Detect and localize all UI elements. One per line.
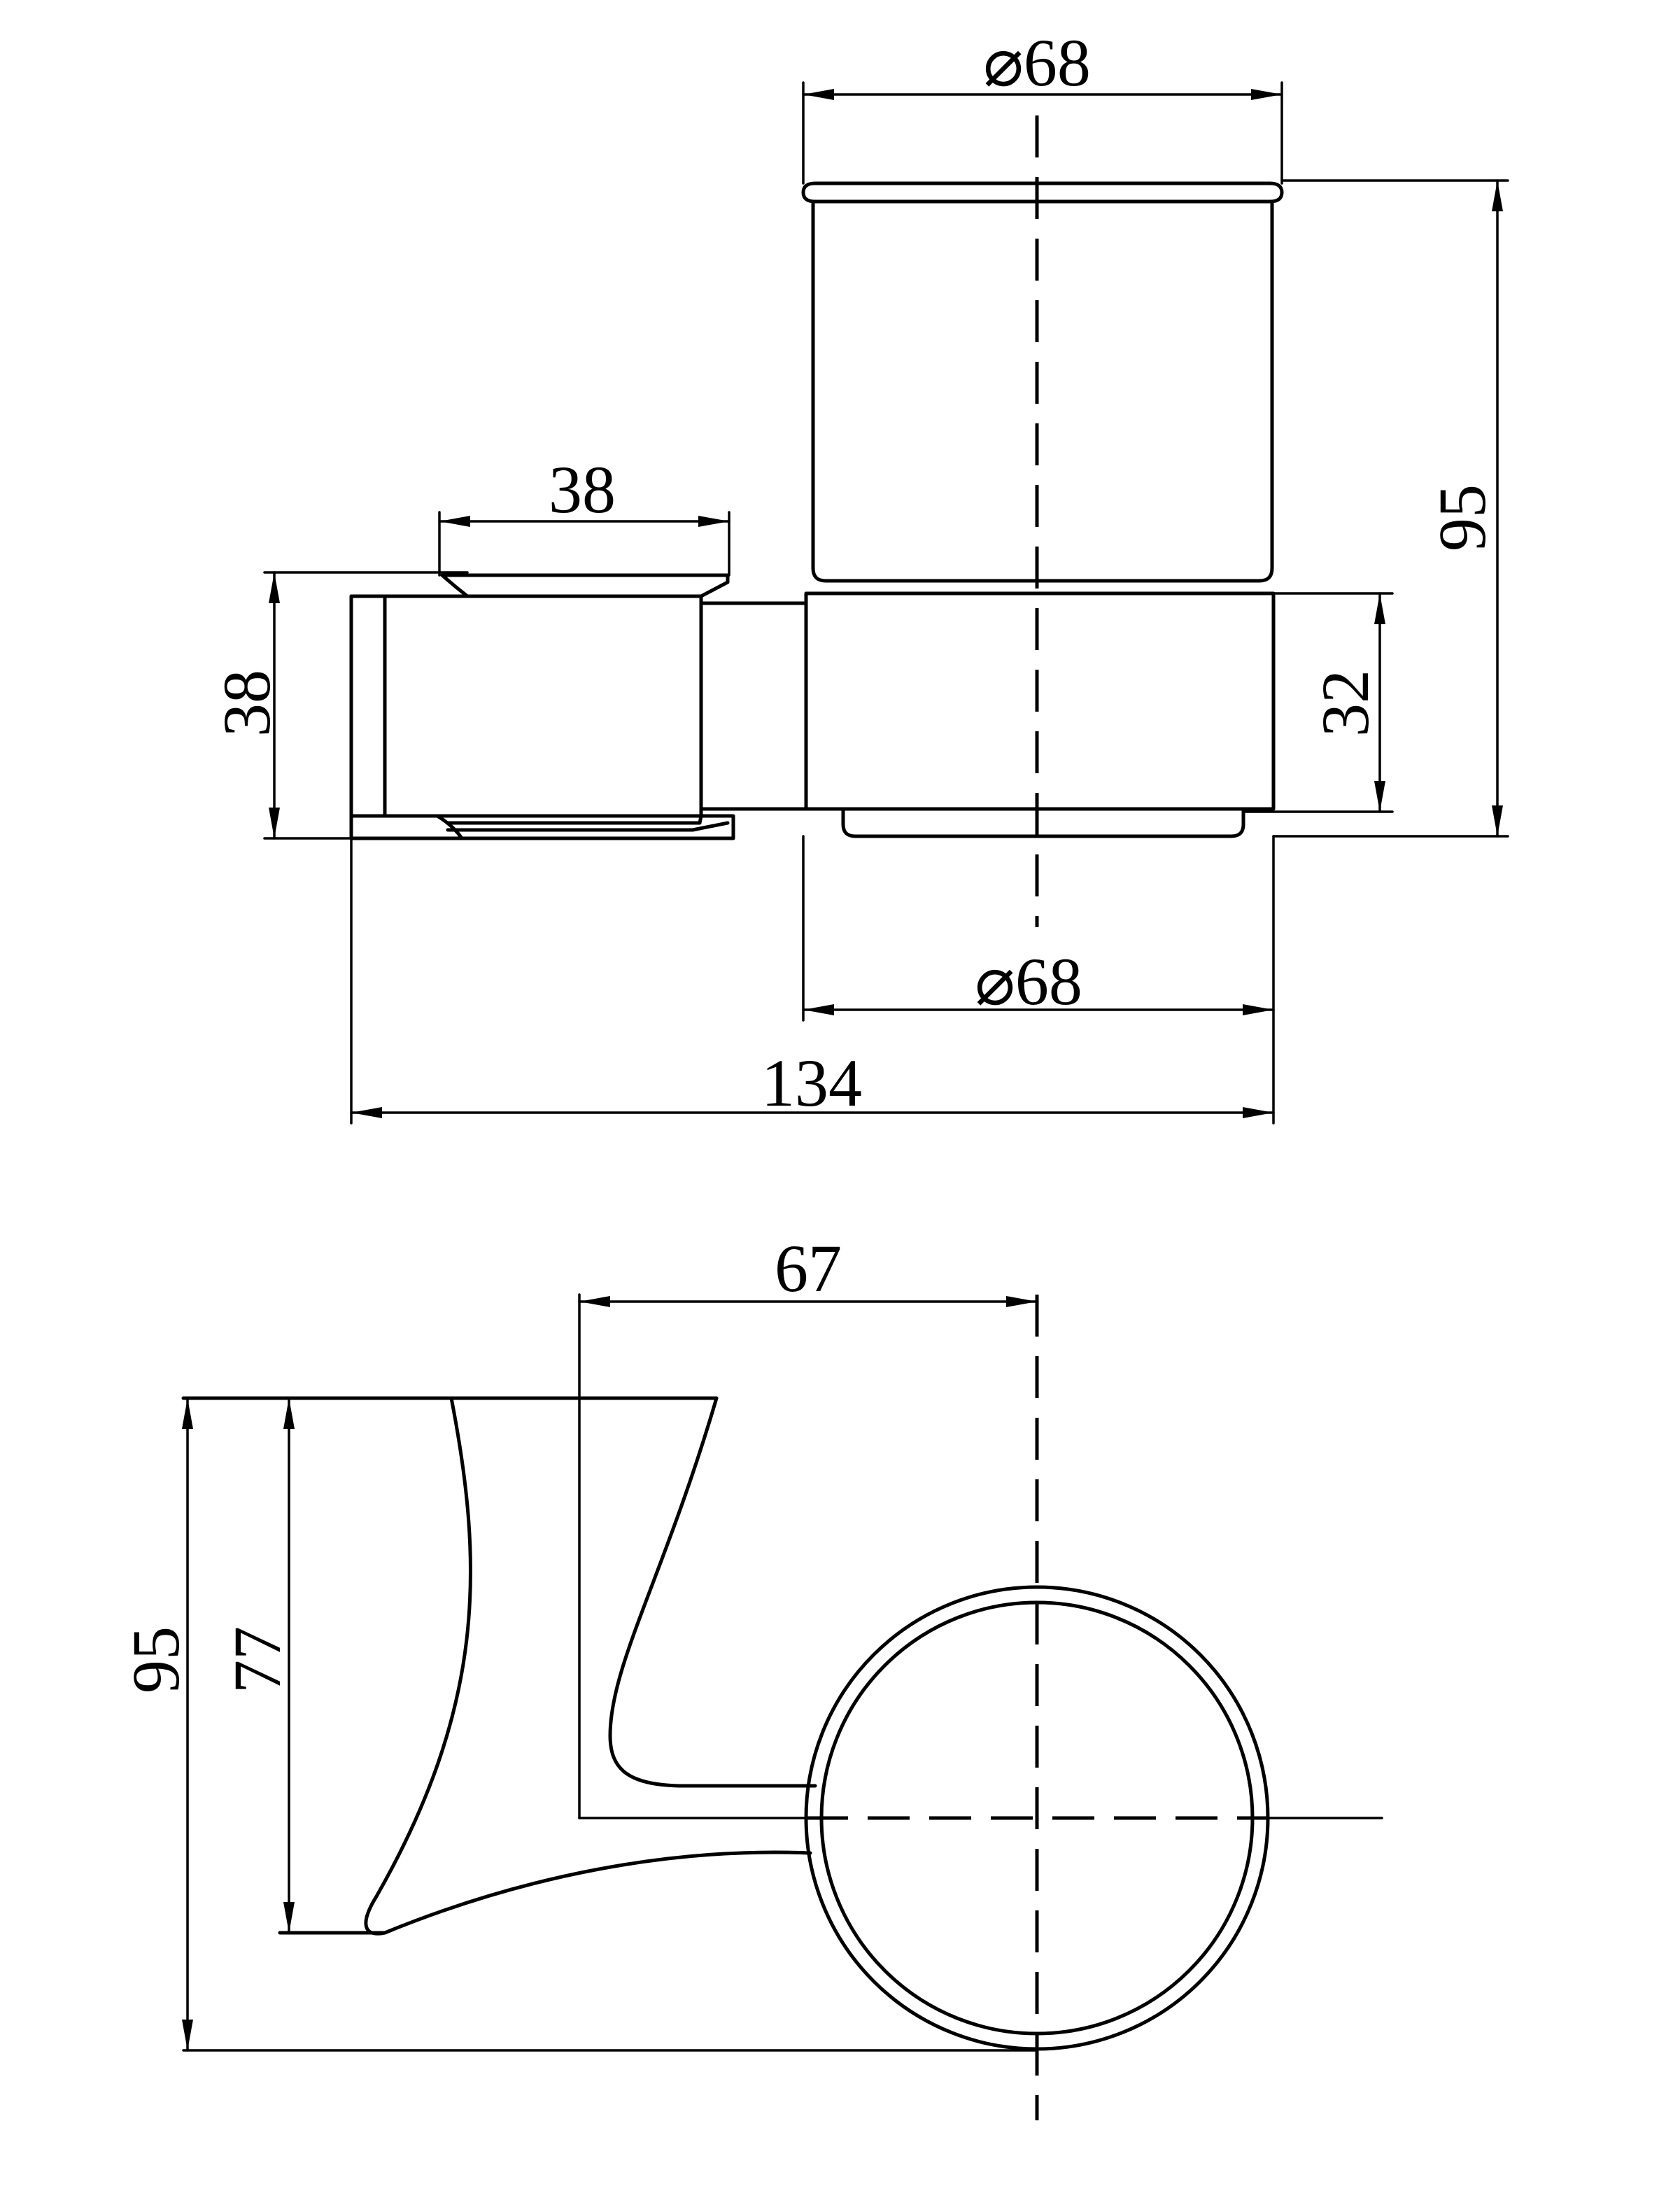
dim-total-height-label: 95 [1425, 484, 1499, 551]
dim-side-total-height-label: 95 [118, 1626, 193, 1693]
dim-total-width-label: 134 [761, 1045, 862, 1120]
dim-top-diameter-label: ⌀68 [983, 25, 1091, 100]
dim-base-height-label: 32 [1308, 670, 1383, 737]
top-view: ⌀68 95 32 38 [209, 25, 1509, 1125]
dim-bottom-diameter: ⌀68 [802, 835, 1275, 1125]
dim-bracket-width: 38 [438, 452, 730, 577]
dim-total-width: 134 [350, 837, 1275, 1125]
cup-outline [801, 181, 1284, 583]
dim-bracket-height-label: 38 [209, 670, 284, 737]
connecting-arm [699, 601, 808, 811]
dim-bottom-diameter-label: ⌀68 [975, 944, 1082, 1019]
arm-profile [181, 1396, 817, 1936]
dim-base-height: 32 [1242, 592, 1394, 813]
side-view: 67 95 77 [118, 1231, 1383, 2120]
dim-arm-height: 77 [220, 1397, 295, 1934]
dim-bracket-height: 38 [209, 571, 469, 840]
dim-offset-label: 67 [775, 1231, 842, 1306]
dim-offset: 67 [578, 1231, 1038, 1307]
dim-side-total-height: 95 [118, 1397, 193, 2052]
wall-bracket [349, 573, 735, 840]
dim-total-height: 95 [1272, 179, 1509, 838]
dim-top-diameter: ⌀68 [802, 25, 1283, 185]
side-reference-lines [182, 1293, 1383, 2052]
dim-arm-height-label: 77 [220, 1626, 295, 1693]
dim-bracket-width-label: 38 [549, 452, 616, 527]
base-ring [804, 591, 1276, 838]
